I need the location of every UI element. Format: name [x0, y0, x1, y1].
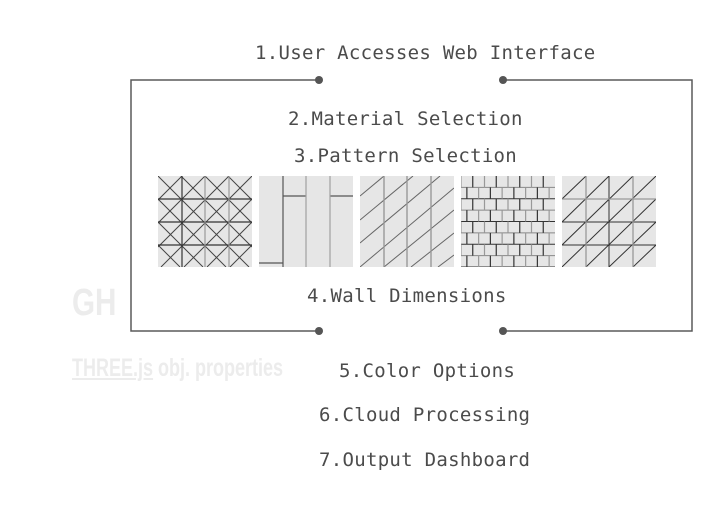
- triangle-grid-pattern-icon: [562, 176, 656, 267]
- step-1-user-accesses-web-interface: 1.User Accesses Web Interface: [255, 42, 596, 64]
- step-2-material-selection: 2.Material Selection: [288, 108, 523, 130]
- step-4-wall-dimensions: 4.Wall Dimensions: [307, 285, 507, 307]
- threejs-caption: obj. properties: [153, 354, 284, 382]
- threejs-link[interactable]: THREE.js: [72, 354, 154, 382]
- pattern-tile-brick-running-bond[interactable]: [461, 176, 555, 267]
- connector-node: [315, 327, 323, 335]
- pattern-tile-diagonal-lines[interactable]: [360, 176, 454, 267]
- step-5-color-options: 5.Color Options: [339, 360, 516, 382]
- threejs-watermark: THREE.js obj. properties: [72, 354, 283, 383]
- connector-node: [315, 76, 323, 84]
- connector-node: [499, 76, 507, 84]
- staggered-plank-pattern-icon: [259, 176, 353, 267]
- connector-top-left: [130, 79, 319, 332]
- brick-pattern-icon: [461, 176, 555, 267]
- diagonal-lines-pattern-icon: [360, 176, 454, 267]
- gh-watermark: GH: [72, 282, 117, 324]
- connector-node: [499, 327, 507, 335]
- connector-top-right: [503, 79, 693, 332]
- step-3-pattern-selection: 3.Pattern Selection: [294, 145, 518, 167]
- step-7-output-dashboard: 7.Output Dashboard: [319, 449, 531, 471]
- pattern-tile-staggered-plank[interactable]: [259, 176, 353, 267]
- pattern-tile-diamond-cross-grid[interactable]: [158, 176, 252, 267]
- pattern-tile-triangle-grid[interactable]: [562, 176, 656, 267]
- step-6-cloud-processing: 6.Cloud Processing: [319, 404, 531, 426]
- diamond-cross-pattern-icon: [158, 176, 252, 267]
